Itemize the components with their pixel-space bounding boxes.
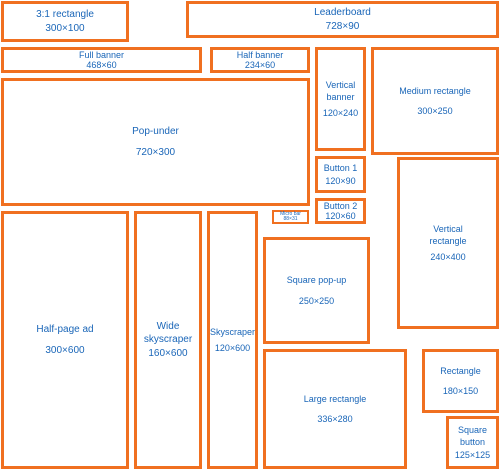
ad-unit-size: 120×90 — [325, 175, 356, 186]
ad-unit-rectangle: Rectangle 180×150 — [422, 349, 499, 413]
ad-unit-half-page-ad: Half-page ad 300×600 — [1, 211, 129, 469]
ad-unit-name: Button 2 — [323, 200, 358, 211]
ad-unit-name: Wide skyscraper — [143, 320, 193, 346]
ad-unit-name: Full banner — [78, 49, 125, 60]
ad-unit-skyscraper: Skyscraper 120×600 — [207, 211, 258, 469]
ad-unit-name: Vertical rectangle — [429, 223, 467, 246]
ad-unit-button-1: Button 1 120×90 — [315, 156, 366, 193]
ad-unit-micro-bar: Micro bar 88×31 — [272, 210, 309, 224]
ad-unit-name: Half banner — [236, 49, 284, 60]
ad-unit-name: 3:1 rectangle — [36, 9, 94, 20]
ad-unit-leaderboard: Leaderboard 728×90 — [186, 1, 499, 38]
ad-unit-name: Micro bar — [280, 211, 301, 217]
ad-unit-size: 120×60 — [325, 211, 356, 221]
ad-unit-large-rectangle: Large rectangle 336×280 — [263, 349, 407, 469]
ad-unit-vertical-rectangle: Vertical rectangle 240×400 — [397, 157, 499, 329]
ad-unit-half-banner: Half banner 234×60 — [210, 47, 310, 73]
ad-unit-size: 120×600 — [214, 343, 251, 353]
ad-unit-size: 300×600 — [45, 345, 85, 356]
ad-unit-size: 240×400 — [430, 252, 466, 263]
ad-unit-size: 160×600 — [148, 347, 188, 359]
ad-unit-square-pop-up: Square pop-up 250×250 — [263, 237, 370, 344]
ad-unit-name: Vertical banner — [325, 79, 356, 102]
ad-unit-size: 336×280 — [317, 414, 353, 424]
ad-unit-square-button: Square button 125×125 — [446, 416, 499, 469]
ad-unit-name: Rectangle — [440, 365, 481, 376]
ad-unit-size: 468×60 — [86, 60, 117, 70]
ad-unit-size: 120×240 — [322, 108, 359, 119]
ad-unit-name: Medium rectangle — [399, 85, 471, 96]
ad-unit-name: Leaderboard — [314, 7, 371, 18]
ad-unit-size: 234×60 — [244, 60, 276, 70]
ad-unit-name: Skyscraper — [210, 326, 256, 337]
ad-unit-size: 728×90 — [325, 20, 360, 32]
ad-unit-name: Button 1 — [323, 163, 358, 174]
ad-unit-pop-under: Pop-under 720×300 — [1, 78, 310, 206]
ad-unit-full-banner: Full banner 468×60 — [1, 47, 202, 73]
ad-unit-size: 720×300 — [135, 147, 176, 158]
ad-unit-size: 250×250 — [298, 295, 335, 306]
ad-unit-size: 88×31 — [283, 216, 298, 222]
ad-unit-size: 300×100 — [45, 22, 85, 34]
ad-unit-wide-skyscraper: Wide skyscraper 160×600 — [134, 211, 202, 469]
ad-unit-button-2: Button 2 120×60 — [315, 198, 366, 224]
ad-unit-name: Half-page ad — [36, 323, 94, 335]
ad-unit-vertical-banner: Vertical banner 120×240 — [315, 47, 366, 151]
ad-unit-size: 180×150 — [442, 386, 479, 396]
ad-unit-name: Pop-under — [132, 125, 179, 137]
ad-unit-3-1-rectangle: 3:1 rectangle 300×100 — [1, 1, 129, 42]
ad-unit-medium-rectangle: Medium rectangle 300×250 — [371, 47, 499, 155]
ad-unit-size: 300×250 — [417, 106, 453, 116]
ad-unit-name: Large rectangle — [303, 393, 367, 404]
ad-unit-size: 125×125 — [454, 449, 491, 460]
ad-unit-name: Square button — [457, 425, 487, 448]
ad-unit-name: Square pop-up — [286, 275, 347, 286]
